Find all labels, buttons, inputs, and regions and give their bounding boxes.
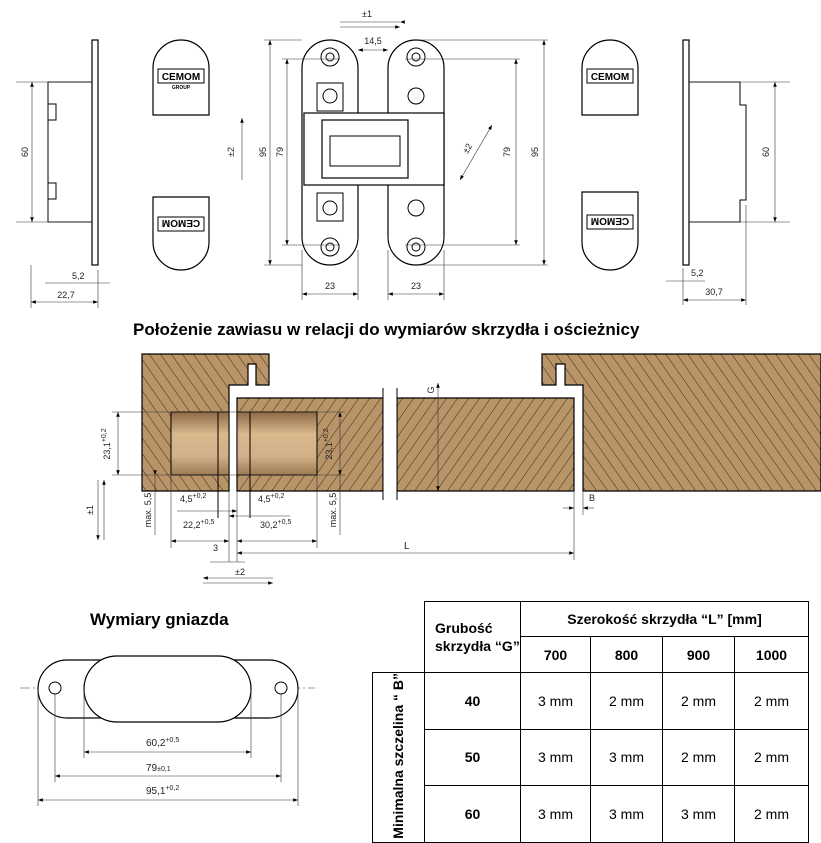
recess-drawing: 60,2+0,5 79±0,1 95,1+0,2 xyxy=(20,655,315,806)
door-frame-right xyxy=(541,353,821,492)
logo-subtext: GROUP xyxy=(172,85,191,91)
table-row: 50 3 mm 3 mm 2 mm 2 mm xyxy=(373,728,809,787)
table-cell: 2 mm xyxy=(734,672,809,730)
table-cell: 2 mm xyxy=(734,728,809,787)
table-cell: 3 mm xyxy=(520,672,591,730)
table-cell: 2 mm xyxy=(590,672,663,730)
door-section-view: 23,1+0,2 23,1+0,2 max. 5,5 max. 5,5 4,5+… xyxy=(85,353,821,585)
door-leaf-continued xyxy=(396,397,575,492)
height-left-label: 95 xyxy=(258,147,268,157)
row-axis-label-cell: Minimalna szczelina “ B” xyxy=(372,672,425,843)
thickness-value: 50 xyxy=(424,728,521,787)
width-header: Szerokość skrzydła “L” [mm] xyxy=(520,601,809,637)
section-title: Położenie zawiasu w relacji do wymiarów … xyxy=(133,320,640,339)
column-header: 1000 xyxy=(734,636,809,673)
table-cell: 3 mm xyxy=(590,728,663,787)
lateral-adjust-label: ±2 xyxy=(235,567,245,577)
depth-adjust-label: ±2 xyxy=(461,142,475,156)
offset-right-label: 4,5+0,2 xyxy=(258,493,284,504)
outer-length-label: 95,1+0,2 xyxy=(146,785,179,797)
row-axis-label: Minimalna szczelina “ B” xyxy=(390,673,406,839)
recess-title: Wymiary gniazda xyxy=(90,610,229,629)
cover-caps-right: CEMOM CEMOM xyxy=(581,39,639,271)
table-cell: 2 mm xyxy=(734,785,809,843)
vertical-adjust-label: ±1 xyxy=(85,505,95,515)
pocket-height-right-label: 23,1+0,2 xyxy=(323,428,334,459)
pocket-height-left-label: 23,1+0,2 xyxy=(101,428,112,459)
gap-3-label: 3 xyxy=(213,543,218,553)
logo-text: CEMOM xyxy=(162,72,200,83)
offset-left-label: 4,5+0,2 xyxy=(180,493,206,504)
left-height-label: 60 xyxy=(20,147,30,157)
table-cell: 3 mm xyxy=(520,785,591,843)
cover-caps-left: CEMOM GROUP CEMOM xyxy=(152,39,210,271)
table-cell: 3 mm xyxy=(662,785,735,843)
leaf-width-right-label: 23 xyxy=(411,281,421,291)
height-right-label: 95 xyxy=(530,147,540,157)
clearance-B-label: B xyxy=(589,493,595,503)
lateral-adjust-label: ±1 xyxy=(362,9,372,19)
hole-spacing-left-label: 79 xyxy=(275,147,285,157)
svg-text:CEMOM: CEMOM xyxy=(591,215,629,226)
hole-spacing-right-label: 79 xyxy=(502,147,512,157)
hinge-front-view: ±1 14,5 ±2 95 79 ±2 79 95 23 23 xyxy=(226,9,548,300)
gap-label: 14,5 xyxy=(364,36,382,46)
max-depth-right-label: max. 5,5 xyxy=(328,493,338,528)
column-header: 800 xyxy=(590,636,663,673)
leaf-width-L-label: L xyxy=(404,541,410,552)
svg-text:CEMOM: CEMOM xyxy=(591,72,629,83)
thickness-header: Grubość skrzydła “G” xyxy=(424,601,521,673)
right-depth-label: 30,7 xyxy=(705,287,723,297)
right-height-label: 60 xyxy=(761,147,771,157)
column-header: 700 xyxy=(520,636,591,673)
max-depth-left-label: max. 5,5 xyxy=(143,493,153,528)
thickness-G-label: G xyxy=(426,386,436,393)
leaf-width-left-label: 23 xyxy=(325,281,335,291)
inner-length-label: 60,2+0,5 xyxy=(146,737,179,749)
column-header: 900 xyxy=(662,636,735,673)
table-cell: 3 mm xyxy=(520,728,591,787)
left-offset-label: 5,2 xyxy=(72,271,85,281)
right-offset-label: 5,2 xyxy=(691,268,704,278)
right-profile-view: 60 5,2 30,7 xyxy=(666,39,790,305)
thickness-value: 60 xyxy=(424,785,521,843)
depth-leaf-label: 30,2+0,5 xyxy=(260,519,291,530)
table-row: 60 3 mm 3 mm 3 mm 2 mm xyxy=(373,785,809,843)
table-row: Minimalna szczelina “ B” 40 3 mm 2 mm 2 … xyxy=(372,672,809,843)
left-depth-label: 22,7 xyxy=(57,290,75,300)
hole-spacing-label: 79±0,1 xyxy=(146,763,171,774)
clearance-table: Grubość skrzydła “G” Szerokość skrzydła … xyxy=(372,601,809,843)
table-cell: 3 mm xyxy=(590,785,663,843)
vertical-adjust-label: ±2 xyxy=(226,147,236,157)
table-cell: 2 mm xyxy=(662,672,735,730)
left-profile-view: 60 5,2 22,7 xyxy=(16,39,110,308)
table-cell: 2 mm xyxy=(662,728,735,787)
svg-text:CEMOM: CEMOM xyxy=(162,217,200,228)
thickness-value: 40 xyxy=(424,672,521,730)
depth-frame-label: 22,2+0,5 xyxy=(183,519,214,530)
